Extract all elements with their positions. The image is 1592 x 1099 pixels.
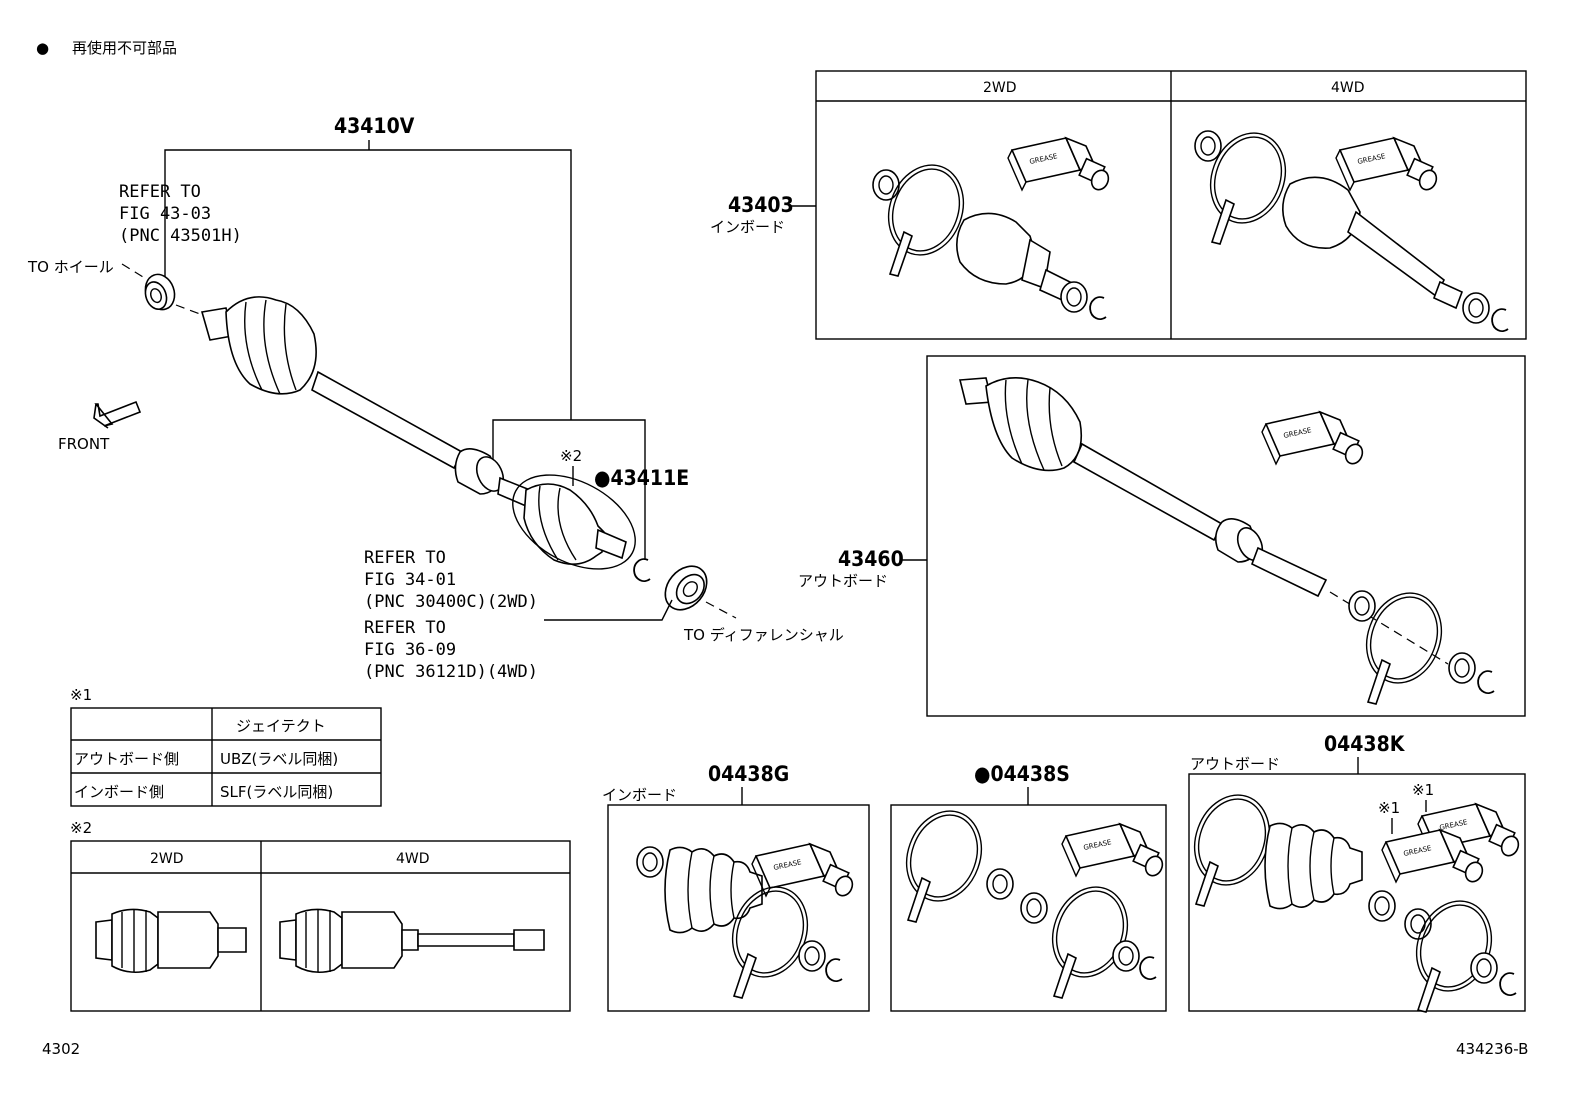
inboard-kit-col2: 4WD — [1331, 80, 1365, 96]
to-diff-label: TO ディファレンシャル — [683, 626, 844, 644]
inner-joint-highlight — [512, 474, 636, 570]
boot-kit-k-part-number: 04438K — [1324, 732, 1406, 756]
boot-kit-s-band1 — [893, 799, 995, 923]
note1-row2-side: インボード側 — [74, 783, 164, 801]
oil-seal — [664, 565, 708, 611]
refer-diff1-line3: (PNC 30400C)(2WD) — [364, 592, 538, 612]
inboard-4wd-snap — [1491, 308, 1509, 333]
boot-kit-s-ring1 — [986, 868, 1014, 900]
boot-kit-k-snap — [1499, 972, 1517, 997]
boot-kit-s-grease — [1061, 823, 1167, 880]
outboard-kit-label: アウトボード — [798, 572, 888, 590]
hub-dash — [175, 304, 201, 315]
footer-figure-number: 4302 — [42, 1040, 80, 1058]
boot-kit-g-box — [607, 804, 870, 1012]
boot-kit-k-mark1: ※1 — [1412, 781, 1434, 799]
outboard-kit-part-number: 43460 — [838, 547, 904, 571]
boot-kit-g-label: インボード — [602, 786, 677, 804]
inboard-4wd-grease — [1335, 137, 1441, 194]
boot-kit-g-boot — [664, 846, 763, 934]
refer-wheel-line3: (PNC 43501H) — [119, 226, 242, 246]
inboard-kit-label: インボード — [710, 218, 785, 236]
note2-2wd-joint — [95, 908, 247, 974]
refer-diff2-line2: FIG 36-09 — [364, 640, 456, 660]
front-label: FRONT — [58, 435, 110, 453]
note2-mark: ※2 — [70, 819, 92, 837]
note1-mark: ※1 — [70, 686, 92, 704]
refer-diff1-line2: FIG 34-01 — [364, 570, 456, 590]
boot-kit-k-mark2: ※1 — [1378, 799, 1400, 817]
inboard-2wd-small-ring — [1060, 281, 1088, 313]
outboard-small-ring — [1448, 652, 1476, 684]
front-arrow-icon — [93, 400, 142, 429]
outboard-dash — [1329, 591, 1449, 665]
refer-diff2-line3: (PNC 36121D)(4WD) — [364, 662, 538, 682]
inboard-4wd-small-ring — [1462, 292, 1490, 324]
note1-header-maker: ジェイテクト — [236, 717, 326, 735]
boot-kit-k-box — [1188, 773, 1526, 1012]
drive-shaft-assembly — [200, 296, 627, 565]
legend-text: 再使用不可部品 — [72, 39, 177, 57]
inboard-4wd-joint — [1282, 176, 1464, 310]
outboard-grease — [1261, 411, 1367, 468]
boot-kit-k-boot — [1264, 822, 1363, 910]
outboard-kit-box — [926, 355, 1526, 717]
note1-row1-side: アウトボード側 — [74, 750, 179, 768]
boot-kit-k-ring1 — [1368, 890, 1396, 922]
note1-table — [70, 707, 382, 807]
boot-kit-g-ring — [636, 846, 664, 878]
boot-kit-s-part-number: ●04438S — [974, 762, 1070, 786]
note2-col2: 4WD — [396, 851, 430, 867]
outboard-snap — [1477, 670, 1495, 695]
legend-bullet: ● — [36, 39, 49, 57]
inboard-2wd-grease — [1007, 137, 1113, 194]
boot-kit-s-small-ring — [1112, 940, 1140, 972]
refer-wheel-line2: FIG 43-03 — [119, 204, 211, 224]
assembly-part-number: 43410V — [334, 114, 415, 138]
refer-diff1-line1: REFER TO — [364, 548, 446, 568]
assembly-bracket-line — [164, 140, 646, 560]
outboard-shaft — [958, 377, 1328, 598]
boot-kit-s-snap — [1139, 956, 1157, 981]
inboard-kit-part-number: 43403 — [728, 193, 794, 217]
note2-marker-main: ※2 — [560, 447, 582, 465]
wheel-leader-dash — [121, 263, 149, 281]
boot-kit-s-ring2 — [1020, 892, 1048, 924]
note2-table — [70, 840, 571, 1012]
inner-part-number: ●43411E — [594, 466, 689, 490]
refer-diff2-line1: REFER TO — [364, 618, 446, 638]
inboard-4wd-ring — [1194, 130, 1222, 162]
boot-kit-g-snap — [825, 958, 843, 983]
boot-kit-g-part-number: 04438G — [708, 762, 789, 786]
boot-kit-k-label: アウトボード — [1190, 755, 1280, 773]
boot-kit-k-ring2 — [1404, 908, 1432, 940]
shaft-snap-ring — [633, 558, 651, 583]
note1-row1-code: UBZ(ラベル同梱) — [220, 750, 338, 768]
refer-diff-leader — [544, 599, 673, 621]
boot-kit-k-small-ring — [1470, 952, 1498, 984]
inboard-2wd-joint — [956, 212, 1072, 302]
outboard-ring — [1348, 590, 1376, 622]
to-wheel-label: TO ホイール — [27, 258, 114, 276]
hub-nut — [144, 273, 176, 311]
footer-illustration-id: 434236-B — [1456, 1040, 1528, 1058]
boot-kit-s-band2 — [1039, 875, 1141, 999]
inboard-2wd-ring — [872, 169, 900, 201]
inboard-2wd-snap — [1089, 296, 1107, 321]
diff-dash — [705, 601, 737, 619]
inboard-kit-col1: 2WD — [983, 80, 1017, 96]
note1-row2-code: SLF(ラベル同梱) — [220, 783, 333, 801]
boot-kit-g-small-ring — [798, 940, 826, 972]
boot-kit-g-grease — [751, 843, 857, 900]
note2-col1: 2WD — [150, 851, 184, 867]
note2-4wd-joint — [279, 908, 545, 974]
refer-wheel-line1: REFER TO — [119, 182, 201, 202]
